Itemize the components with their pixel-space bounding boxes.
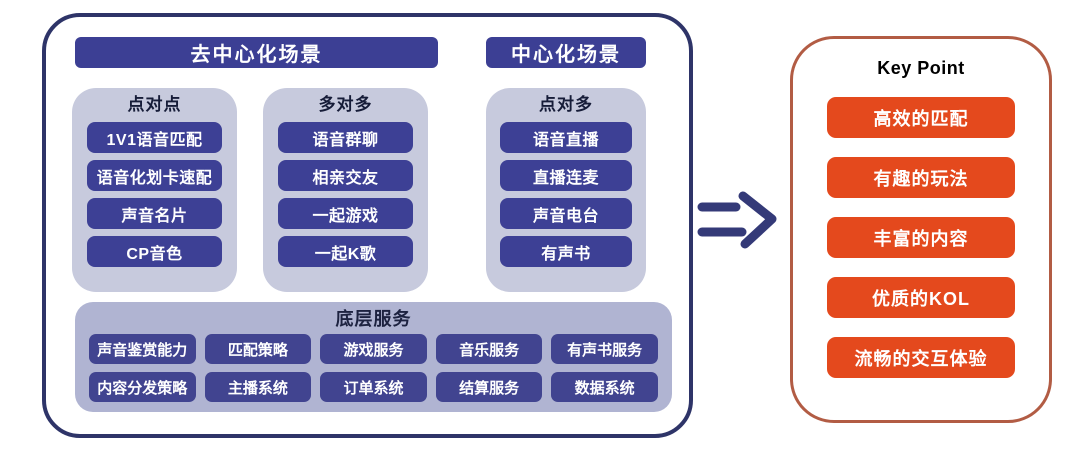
column-title: 多对多 [318, 95, 373, 114]
keypoint-node: 流畅的交互体验 [827, 337, 1015, 378]
scenario-node: 1V1语音匹配 [86, 122, 223, 153]
scenario-node: 直播连麦 [500, 160, 632, 191]
scenario-node: CP音色 [86, 236, 223, 267]
base-services-grid: 声音鉴赏能力 匹配策略 游戏服务 音乐服务 有声书服务 内容分发策略 主播系统 … [89, 334, 658, 402]
service-node: 数据系统 [551, 372, 658, 402]
scenario-node: 语音化划卡速配 [86, 160, 223, 191]
keypoint-node: 高效的匹配 [827, 97, 1015, 138]
keypoint-title: Key Point [877, 58, 965, 78]
scenario-node: 有声书 [500, 236, 632, 267]
column-title: 点对多 [539, 95, 593, 114]
keypoint-node: 优质的KOL [827, 277, 1015, 318]
service-node: 音乐服务 [435, 334, 543, 364]
keypoint-panel: Key Point 高效的匹配 有趣的玩法 丰富的内容 优质的KOL 流畅的交互… [790, 36, 1052, 423]
header-centralized-scenarios: 中心化场景 [486, 37, 646, 68]
right-arrow-icon [696, 188, 778, 250]
base-services-panel: 底层服务 声音鉴赏能力 匹配策略 游戏服务 音乐服务 有声书服务 内容分发策略 … [75, 302, 672, 412]
column-point-to-many: 点对多 语音直播 直播连麦 声音电台 有声书 [486, 88, 646, 292]
scenario-node: 语音群聊 [277, 122, 414, 153]
service-node: 游戏服务 [320, 334, 427, 364]
scenario-node: 声音名片 [86, 198, 223, 229]
base-services-title: 底层服务 [335, 309, 412, 329]
keypoint-list: 高效的匹配 有趣的玩法 丰富的内容 优质的KOL 流畅的交互体验 [827, 97, 1015, 378]
scenarios-panel: 去中心化场景 中心化场景 点对点 1V1语音匹配 语音化划卡速配 声音名片 CP… [42, 13, 693, 438]
service-node: 声音鉴赏能力 [89, 334, 196, 364]
scenario-node: 声音电台 [500, 198, 632, 229]
service-node: 结算服务 [435, 372, 543, 402]
column-point-to-point: 点对点 1V1语音匹配 语音化划卡速配 声音名片 CP音色 [72, 88, 237, 292]
scenario-node: 语音直播 [500, 122, 632, 153]
service-node: 有声书服务 [551, 334, 658, 364]
service-node: 匹配策略 [204, 334, 312, 364]
scenario-node: 一起游戏 [277, 198, 414, 229]
keypoint-node: 有趣的玩法 [827, 157, 1015, 198]
header-decentralized-scenarios: 去中心化场景 [75, 37, 438, 68]
scenario-node: 一起K歌 [277, 236, 414, 267]
keypoint-node: 丰富的内容 [827, 217, 1015, 258]
column-title: 点对点 [127, 95, 182, 114]
service-node: 内容分发策略 [89, 372, 196, 402]
scenario-node: 相亲交友 [277, 160, 414, 191]
service-node: 订单系统 [320, 372, 427, 402]
service-node: 主播系统 [204, 372, 312, 402]
column-many-to-many: 多对多 语音群聊 相亲交友 一起游戏 一起K歌 [263, 88, 428, 292]
